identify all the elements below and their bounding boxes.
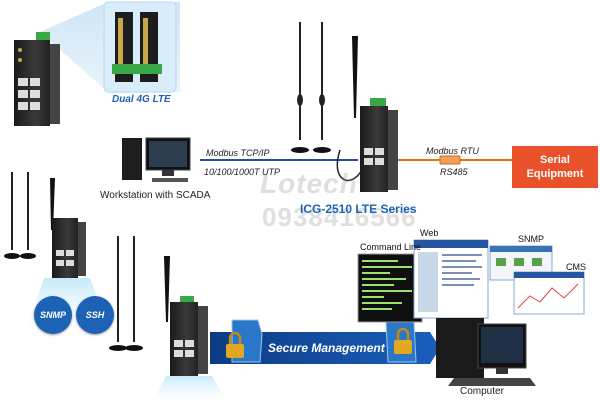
serial-equipment-line1: Serial	[540, 154, 570, 166]
workstation-icon	[122, 137, 191, 182]
rs485-label: RS485	[440, 167, 468, 177]
antenna-icon-group-bottom	[109, 236, 170, 351]
router-icon-left	[52, 218, 86, 278]
padlock-icon-right	[394, 327, 412, 354]
web-label: Web	[420, 228, 439, 238]
modbus-rtu-label: Modbus RTU	[426, 146, 479, 156]
product-label: ICG-2510 LTE Series	[300, 202, 417, 216]
router-icon-main	[336, 98, 398, 192]
monitor-icon	[436, 318, 536, 386]
secure-management-banner	[210, 332, 440, 364]
antenna-icon-group-left	[4, 172, 55, 259]
ethernet-label: 10/100/1000T UTP	[204, 167, 281, 177]
serial-equipment-line2: Equipment	[526, 168, 584, 180]
router-icon-top-left	[14, 32, 60, 126]
antenna-icon-group-main	[291, 22, 358, 153]
command-line-label: Command Line	[360, 242, 422, 252]
padlock-icon-left	[226, 331, 244, 358]
web-window	[413, 239, 489, 319]
serial-equipment-box: Serial Equipment	[512, 146, 598, 188]
computer-label: Computer	[460, 386, 504, 397]
snmp-badge: SNMP	[34, 296, 72, 334]
cms-window	[513, 271, 585, 315]
router-icon-bottom	[170, 296, 208, 376]
workstation-label: Workstation with SCADA	[100, 190, 211, 201]
ssh-badge: SSH	[76, 296, 114, 334]
snmp-screen-label: SNMP	[518, 234, 545, 244]
watermark-phone: 0938416566	[262, 202, 417, 232]
dual-lte-label: Dual 4G LTE	[112, 94, 171, 105]
secure-management-label: Secure Management	[268, 341, 385, 355]
beam-bottom	[154, 376, 226, 400]
watermark-brand: Lotech	[260, 168, 358, 199]
modbus-tcp-label: Modbus TCP/IP	[206, 148, 270, 158]
cms-label: CMS	[566, 262, 586, 272]
command-line-window	[357, 253, 423, 323]
